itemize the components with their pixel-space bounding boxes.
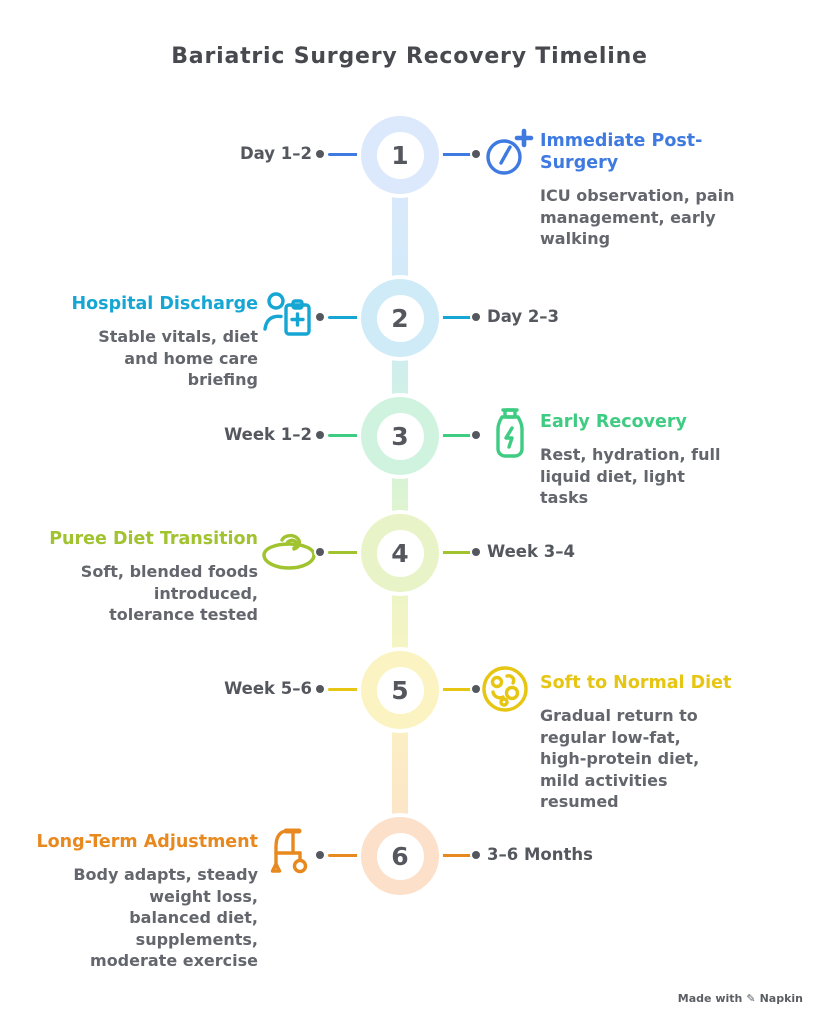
connector-line — [328, 316, 362, 319]
connector-dot — [472, 851, 480, 859]
stage-2-title: Hospital Discharge — [71, 294, 258, 314]
connector-line — [438, 316, 472, 319]
connector-dot — [316, 851, 324, 859]
connector-line — [328, 153, 362, 156]
stage-6-number: 6 — [376, 832, 424, 880]
stage-3-node: 3 — [361, 397, 439, 475]
connector-line — [328, 854, 362, 857]
connector-dot — [316, 548, 324, 556]
stage-4-content: Puree Diet Transition Soft, blended food… — [49, 528, 258, 626]
timeline-stage-5: Week 5–6 5 Soft to Normal Diet Gradual r… — [0, 650, 819, 811]
stage-4-node: 4 — [361, 514, 439, 592]
stage-2-description: Stable vitals, diet and home care briefi… — [98, 327, 258, 389]
stage-4-description: Soft, blended foods introduced, toleranc… — [80, 562, 258, 624]
connector-dot — [472, 431, 480, 439]
connector-dot — [316, 431, 324, 439]
connector-line — [328, 688, 362, 691]
stage-2-content: Hospital Discharge Stable vitals, diet a… — [66, 293, 258, 391]
puree-bowl-icon — [257, 527, 321, 577]
napkin-watermark[interactable]: Made with ✎ Napkin — [678, 992, 803, 1005]
connector-line — [438, 434, 472, 437]
pen-icon: ✎ — [746, 992, 756, 1005]
stage-4-number: 4 — [376, 529, 424, 577]
connector-line — [438, 854, 472, 857]
stage-1-number: 1 — [376, 131, 424, 179]
stage-2-time-label: Day 2–3 — [487, 307, 560, 326]
page-title: Bariatric Surgery Recovery Timeline — [171, 44, 648, 69]
stage-1-content: Immediate Post-Surgery ICU observation, … — [540, 130, 740, 250]
stage-1-time-label: Day 1–2 — [239, 144, 312, 163]
stage-3-content: Early Recovery Rest, hydration, full liq… — [540, 411, 735, 509]
watermark-prefix: Made with — [677, 992, 743, 1005]
stage-6-node: 6 — [361, 817, 439, 895]
timeline-spine — [392, 155, 408, 856]
stage-6-content: Long-Term Adjustment Body adapts, steady… — [36, 831, 258, 972]
connector-line — [438, 688, 472, 691]
stage-2-node: 2 — [361, 279, 439, 357]
stage-4-time-label: Week 3–4 — [487, 542, 575, 561]
stage-3-number: 3 — [376, 412, 424, 460]
bottle-energy-icon — [489, 405, 531, 465]
patient-clipboard-icon — [263, 288, 319, 344]
stage-6-title: Long-Term Adjustment — [36, 832, 258, 852]
connector-dot — [472, 150, 480, 158]
stage-5-time-label: Week 5–6 — [224, 679, 312, 698]
stage-5-title: Soft to Normal Diet — [540, 673, 732, 693]
connector-line — [328, 434, 362, 437]
timeline-stage-1: Day 1–2 1 Immediate Post-Surgery ICU obs… — [0, 115, 819, 248]
stage-1-node: 1 — [361, 116, 439, 194]
timeline-stage-3: Week 1–2 3 Early Recovery Rest, hydratio… — [0, 396, 819, 507]
stage-5-content: Soft to Normal Diet Gradual return to re… — [540, 672, 731, 813]
stage-3-time-label: Week 1–2 — [224, 425, 312, 444]
timeline-stage-4: Puree Diet Transition Soft, blended food… — [0, 513, 819, 624]
connector-dot — [316, 685, 324, 693]
stage-1-description: ICU observation, pain management, early … — [540, 186, 735, 248]
stage-2-number: 2 — [376, 294, 424, 342]
timeline-stage-6: Long-Term Adjustment Body adapts, steady… — [0, 816, 819, 970]
connector-line — [438, 153, 472, 156]
stage-6-time-label: 3–6 Months — [487, 845, 593, 864]
stage-3-description: Rest, hydration, full liquid diet, light… — [540, 445, 721, 507]
connector-line — [328, 551, 362, 554]
walker-icon — [262, 822, 322, 884]
connector-line — [438, 551, 472, 554]
connector-dot — [472, 313, 480, 321]
stage-5-description: Gradual return to regular low-fat, high-… — [540, 706, 700, 811]
stage-4-title: Puree Diet Transition — [49, 529, 258, 549]
stage-3-title: Early Recovery — [540, 412, 687, 432]
timeline-stage-2: Hospital Discharge Stable vitals, diet a… — [0, 278, 819, 389]
stage-1-title: Immediate Post-Surgery — [540, 131, 703, 173]
connector-dot — [316, 150, 324, 158]
connector-dot — [472, 548, 480, 556]
connector-dot — [472, 685, 480, 693]
stage-5-node: 5 — [361, 651, 439, 729]
clock-plus-icon — [479, 125, 535, 181]
stage-6-description: Body adapts, steady weight loss, balance… — [73, 865, 258, 970]
connector-dot — [316, 313, 324, 321]
food-plate-icon — [476, 660, 534, 718]
stage-5-number: 5 — [376, 666, 424, 714]
watermark-brand: Napkin — [759, 992, 803, 1005]
